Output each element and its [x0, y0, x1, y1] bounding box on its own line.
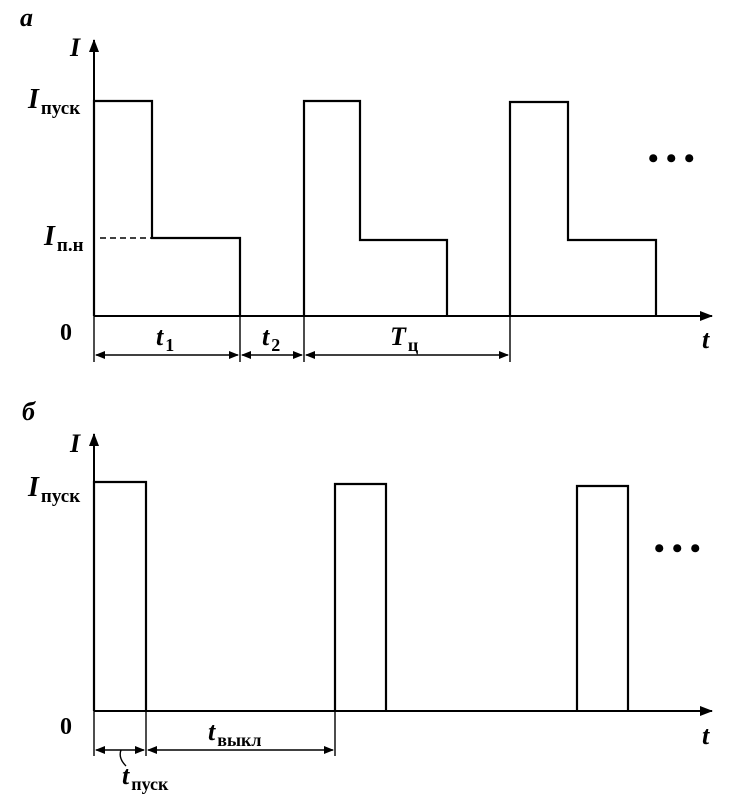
origin-label: 0 — [60, 320, 72, 346]
origin-label: 0 — [60, 714, 72, 740]
y-axis-label: I — [69, 33, 81, 62]
current-waveform-b — [92, 480, 630, 711]
panel-a-label: а — [20, 3, 33, 32]
panel-b-label: б — [22, 397, 36, 426]
y-axis-label: I — [69, 429, 81, 458]
continuation-dots-a: • • • — [648, 142, 695, 175]
continuation-dots-b: • • • — [654, 532, 701, 565]
current-waveform-a — [92, 99, 658, 316]
t-start-leader — [119, 749, 127, 767]
x-axis-label: t — [702, 721, 710, 750]
x-axis-label: t — [702, 325, 710, 354]
